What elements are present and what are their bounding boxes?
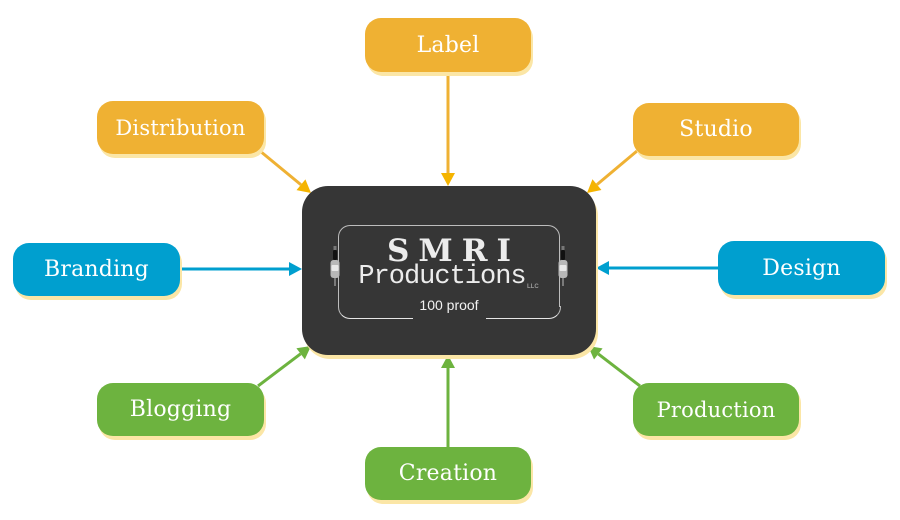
node-creation[interactable]: Creation: [365, 447, 531, 500]
node-design[interactable]: Design: [718, 241, 885, 295]
logo-subtitle: Productions: [358, 262, 526, 292]
arrowhead-design: [596, 261, 609, 275]
node-distribution[interactable]: Distribution: [97, 101, 264, 154]
arrowhead-distribution: [296, 179, 311, 193]
node-production[interactable]: Production: [633, 383, 799, 436]
connector-blogging: [257, 352, 302, 388]
arrowhead-creation: [441, 355, 455, 368]
connector-studio: [595, 149, 638, 186]
node-label[interactable]: Label: [365, 18, 531, 72]
node-studio[interactable]: Studio: [633, 103, 799, 156]
logo-tagline-text: 100 proof: [417, 297, 481, 313]
node-blogging[interactable]: Blogging: [97, 383, 264, 436]
connector-production: [597, 352, 641, 388]
logo-llc-suffix: LLC: [527, 284, 539, 290]
bottle-icon: [558, 246, 568, 286]
arrowhead-blogging: [296, 346, 311, 360]
logo-title: SMRI: [387, 233, 520, 269]
connector-distribution: [259, 149, 302, 186]
logo-tagline: 100 proof: [302, 297, 596, 313]
center-hub-logo[interactable]: SMRI Productions LLC 100 proof: [302, 186, 596, 355]
arrowhead-label: [441, 173, 455, 186]
arrowhead-branding: [289, 262, 302, 276]
arrowhead-studio: [587, 179, 602, 193]
bottle-icon: [330, 246, 340, 286]
node-branding[interactable]: Branding: [13, 243, 180, 296]
arrowhead-production: [588, 346, 603, 360]
